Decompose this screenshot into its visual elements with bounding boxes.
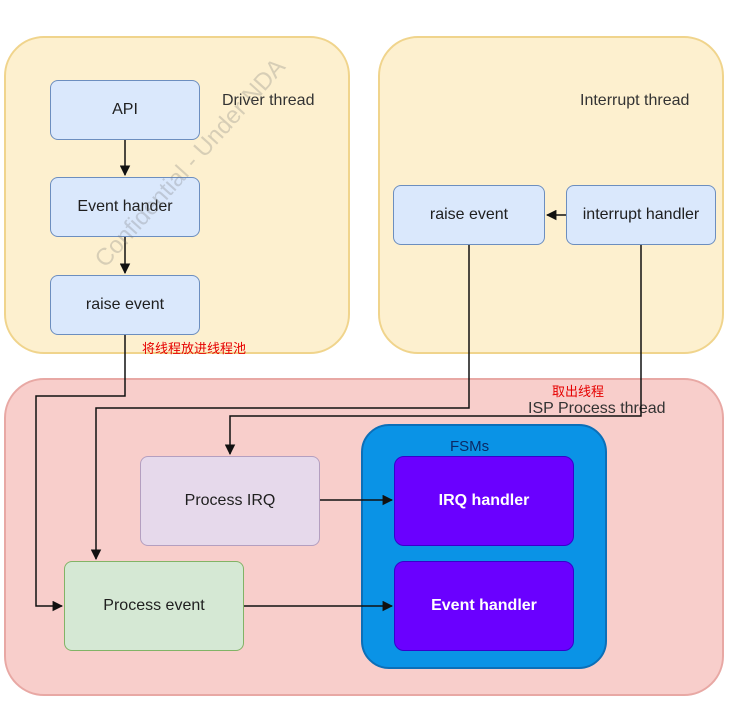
fsms-title: FSMs: [450, 438, 490, 455]
raise-event-driver-node: raise event: [50, 275, 200, 335]
irq-handler-node: IRQ handler: [394, 456, 574, 546]
annotation-take-thread-out: 取出线程: [552, 384, 605, 399]
event-hander-node: Event hander: [50, 177, 200, 237]
process-event-node: Process event: [64, 561, 244, 651]
interrupt-handler-node: interrupt handler: [566, 185, 716, 245]
edge-interrupt-handler-to-process-irq: [224, 245, 642, 456]
raise-event-interrupt-node: raise event: [393, 185, 545, 245]
interrupt-thread-title: Interrupt thread: [580, 92, 690, 109]
api-node: API: [50, 80, 200, 140]
isp-process-thread-title: ISP Process thread: [528, 400, 666, 417]
edge-raise-event-to-process-event-2: [90, 245, 470, 561]
event-handler-node: Event handler: [394, 561, 574, 651]
process-irq-node: Process IRQ: [140, 456, 320, 546]
edge-raise-event-to-process-event: [35, 335, 126, 612]
driver-thread-title: Driver thread: [222, 92, 315, 109]
annotation-put-thread-into-pool: 将线程放进线程池: [142, 341, 247, 356]
